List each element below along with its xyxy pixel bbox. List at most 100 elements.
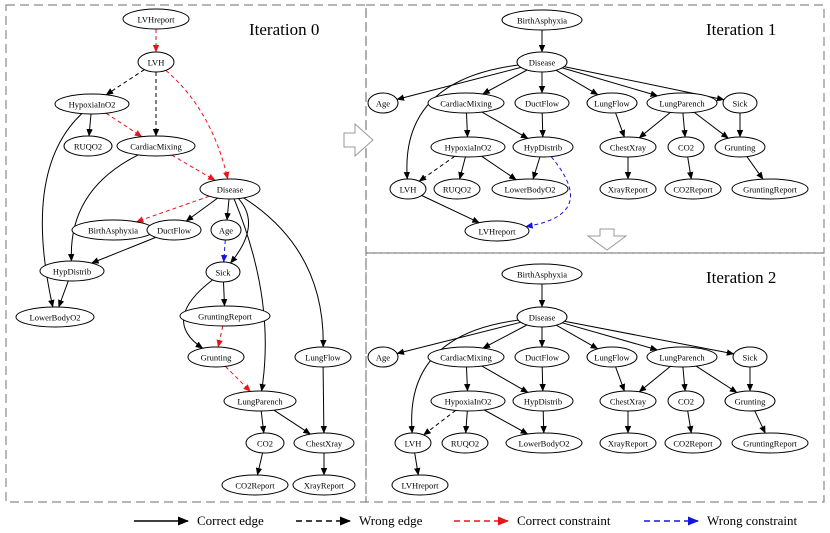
edge-2-hypdistrib-to-lowerbodyo2 [540,410,547,434]
node-2-co2: CO2 [667,390,705,412]
edge-2-lungparench-to-chestxray [638,366,671,393]
node-2-xrayreport: XrayReport [599,432,657,454]
node-ellipse [731,178,809,200]
node-1-gruntingreport: GruntingReport [731,178,809,200]
node-1-grunting: Grunting [714,136,766,158]
node-ellipse [63,135,113,157]
node-0-cardiacmixing: CardiacMixing [116,135,196,157]
node-1-xrayreport: XrayReport [599,178,657,200]
edge-2-disease-to-lungflow [556,324,599,350]
node-ellipse [714,136,766,158]
edge-1-disease-to-lungparench [562,67,659,97]
node-label: GruntingReport [743,185,797,195]
node-2-lvhreport: LVHreport [391,474,449,496]
node-ellipse [731,432,809,454]
next-iteration-arrow-right [343,122,374,158]
node-ellipse [441,432,489,454]
node-label: LVHreport [479,227,517,237]
node-label: BirthAsphyxia [517,16,567,26]
node-ellipse [294,346,352,368]
node-ellipse [430,136,506,158]
node-0-hypoxiaino2: HypoxiaInO2 [54,93,130,115]
node-ellipse [516,51,568,73]
node-ellipse [15,306,95,328]
edge-1-lvh-to-lvhreport [421,195,480,224]
node-0-ruqo2: RUQO2 [63,135,113,157]
node-label: HypoxiaInO2 [69,100,116,110]
node-label: LVHreport [402,481,440,491]
edge-2-cardiacmixing-to-hypdistrib [481,365,529,393]
node-ellipse [187,346,245,368]
node-0-co2: CO2 [245,432,285,454]
edge-0-hypoxiaino2-to-ruqo2 [86,113,93,137]
node-2-hypoxiaino2: HypoxiaInO2 [430,390,506,412]
node-label: HypDistrib [53,267,91,277]
node-ellipse [512,390,574,412]
node-label: DuctFlow [525,353,560,363]
edge-0-cardiacmixing-to-disease [171,154,216,181]
edge-1-grunting-to-gruntingreport [746,156,764,180]
edge-1-cardiacmixing-to-hypdistrib [481,111,529,139]
node-label: LungParench [659,99,705,109]
edge-1-disease-to-cardiacmixing [482,69,528,95]
node-2-birthasphyxia: BirthAsphyxia [501,263,583,285]
edge-0-disease-to-sick [230,198,250,264]
node-label: Sick [732,99,748,109]
node-ellipse [664,432,722,454]
edge-2-grunting-to-gruntingreport [754,410,766,434]
node-ellipse [293,432,355,454]
edge-0-gruntingreport-to-grunting [216,325,224,348]
edge-0-disease-to-birthasphyxia [135,195,210,223]
node-label: BirthAsphyxia [88,226,138,236]
edge-0-lungparench-to-chestxray [273,409,311,435]
node-1-hypdistrib: HypDistrib [512,136,574,158]
node-label: CardiacMixing [440,99,492,109]
edge-2-disease-to-lvh [408,319,519,434]
node-ellipse [394,432,432,454]
edge-0-ductflow-to-hypdistrib [91,236,156,264]
node-ellipse [667,390,705,412]
node-1-lvh: LVH [389,178,427,200]
node-label: XrayReport [304,481,345,491]
node-ellipse [516,306,568,328]
node-1-age: Age [367,92,399,114]
node-2-lowerbodyo2: LowerBodyO2 [505,432,583,454]
node-label: CO2Report [673,185,713,195]
panel-title-iteration-1: Iteration 1 [706,20,776,39]
node-ellipse [389,178,427,200]
node-ellipse [491,178,569,200]
node-ellipse [137,51,175,73]
node-0-lowerbodyo2: LowerBodyO2 [15,306,95,328]
node-label: ChestXray [610,397,647,407]
edge-0-lungparench-to-co2 [259,410,267,434]
node-ellipse [205,261,241,283]
edge-2-lungparench-to-co2 [681,366,688,392]
node-1-sick: Sick [722,92,758,114]
node-0-sick: Sick [205,261,241,283]
node-2-disease: Disease [516,306,568,328]
node-label: HypoxiaInO2 [445,397,492,407]
node-ellipse [292,474,356,496]
node-ellipse [179,305,271,327]
node-label: DuctFlow [525,99,560,109]
node-ellipse [599,178,657,200]
legend-label-correct-edge: Correct edge [197,513,264,528]
node-label: RUQO2 [74,142,102,152]
node-ellipse [367,92,399,114]
node-label: ChestXray [610,143,647,153]
edge-2-lungparench-to-grunting [695,365,738,393]
node-0-gruntingreport: GruntingReport [179,305,271,327]
node-ellipse [501,263,583,285]
node-2-cardiacmixing: CardiacMixing [427,346,505,368]
node-label: LowerBodyO2 [505,185,556,195]
node-label: BirthAsphyxia [517,270,567,280]
node-label: Age [376,99,390,109]
node-label: RUQO2 [451,439,479,449]
node-label: LungFlow [594,353,630,363]
node-ellipse [122,8,190,30]
node-ellipse [505,432,583,454]
node-ellipse [599,136,657,158]
next-iteration-arrow-down [586,228,628,251]
node-1-ruqo2: RUQO2 [433,178,481,200]
